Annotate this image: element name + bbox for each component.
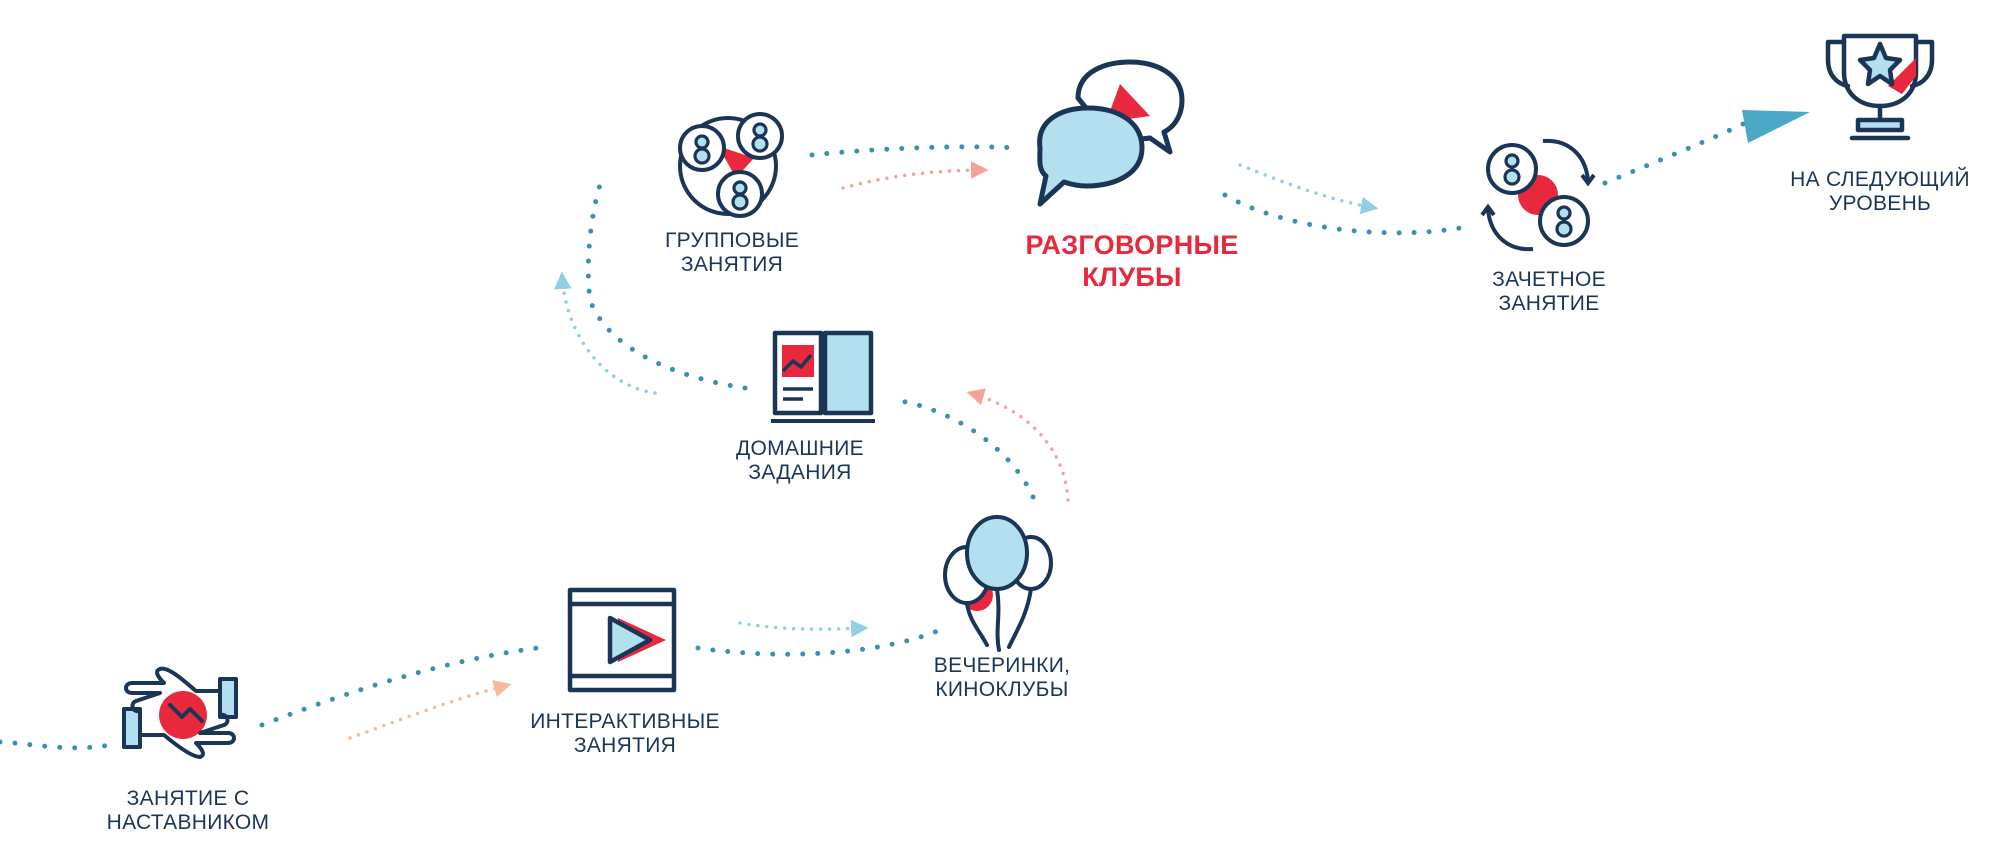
label-interactive: ИНТЕРАКТИВНЫЕ ЗАНЯТИЯ <box>530 710 720 758</box>
label-parties-line1: ВЕЧЕРИНКИ, <box>933 654 1071 677</box>
trophy-icon <box>1825 33 1935 141</box>
label-parties: ВЕЧЕРИНКИ, КИНОКЛУБЫ <box>934 654 1070 702</box>
label-homework-line1: ДОМАШНИЕ <box>736 437 864 460</box>
main-dotted-path <box>0 120 1748 751</box>
label-mentor: ЗАНЯТИЕ С НАСТАВНИКОМ <box>107 787 270 835</box>
label-interactive-line2: ЗАНЯТИЯ <box>573 734 677 757</box>
label-clubs: РАЗГОВОРНЫЕ КЛУБЫ <box>1025 229 1238 293</box>
label-group-line2: ЗАНЯТИЯ <box>680 253 784 276</box>
direction-hints <box>348 161 1379 740</box>
group-people-icon <box>678 112 784 218</box>
book-icon <box>771 330 875 423</box>
label-mentor-line2: НАСТАВНИКОМ <box>106 811 270 834</box>
label-exam: ЗАЧЕТНОЕ ЗАНЯТИЕ <box>1492 268 1606 316</box>
label-interactive-line1: ИНТЕРАКТИВНЫЕ <box>530 710 720 733</box>
label-homework: ДОМАШНИЕ ЗАДАНИЯ <box>736 437 864 485</box>
label-clubs-line1: РАЗГОВОРНЫЕ <box>1025 230 1239 260</box>
speech-bubbles-icon <box>1037 59 1185 207</box>
video-play-icon <box>567 587 677 693</box>
label-exam-line1: ЗАЧЕТНОЕ <box>1492 268 1606 291</box>
label-group-line1: ГРУППОВЫЕ <box>664 229 800 252</box>
label-next-line2: УРОВЕНЬ <box>1828 192 1932 215</box>
label-clubs-line2: КЛУБЫ <box>1082 262 1182 292</box>
label-next: НА СЛЕДУЮЩИЙ УРОВЕНЬ <box>1790 168 1970 216</box>
label-exam-line2: ЗАНЯТИЕ <box>1498 292 1600 315</box>
label-homework-line2: ЗАДАНИЯ <box>748 461 852 484</box>
label-parties-line2: КИНОКЛУБЫ <box>935 678 1069 701</box>
label-group: ГРУППОВЫЕ ЗАНЯТИЯ <box>665 229 799 277</box>
label-next-line1: НА СЛЕДУЮЩИЙ <box>1790 168 1970 191</box>
balloons-icon <box>943 515 1053 652</box>
final-arrowhead <box>1742 110 1810 143</box>
exchange-people-icon <box>1480 138 1596 252</box>
label-mentor-line1: ЗАНЯТИЕ С <box>126 787 250 810</box>
handshake-icon <box>122 666 238 759</box>
